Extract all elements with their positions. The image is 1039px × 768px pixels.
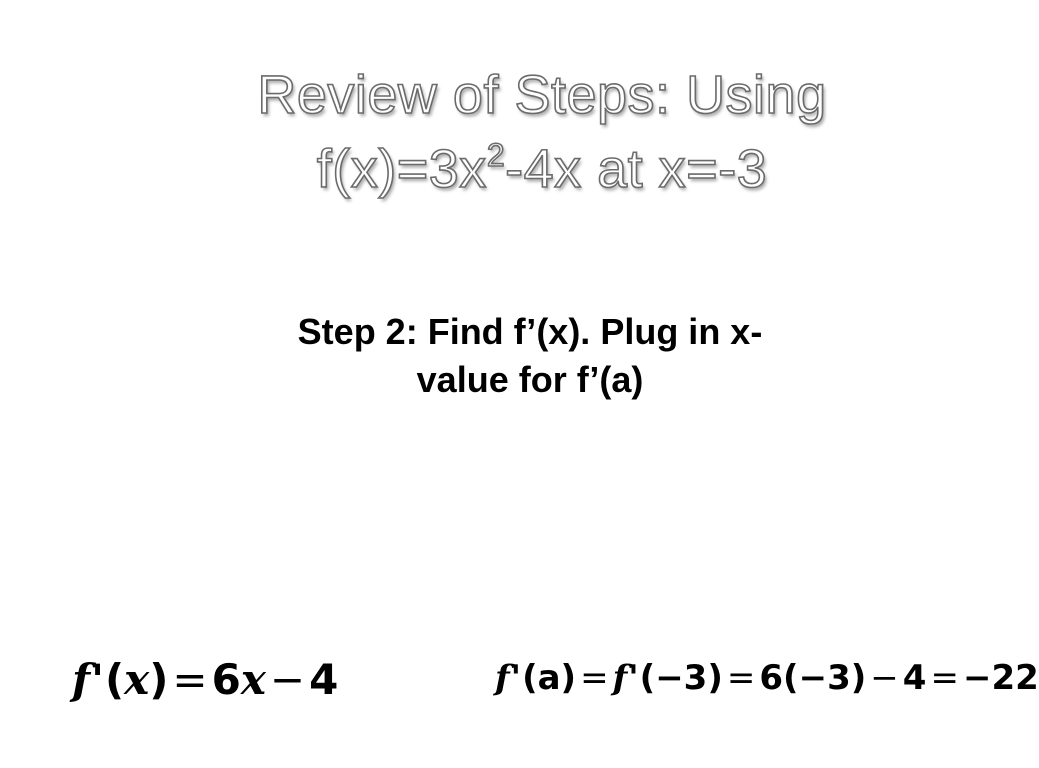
slide-title: Review of Steps: Using f(x)=3x2-4x at x=…: [160, 58, 924, 206]
eq1-variable: x: [124, 655, 150, 704]
eq2-argument-value: (−3): [639, 658, 723, 698]
eq2-equals-3: =: [930, 658, 959, 698]
step-line-2: value for f’(a): [416, 359, 644, 400]
eq1-equals: =: [172, 655, 208, 704]
title-function: f(x)=3x: [316, 138, 487, 200]
eq1-function-symbol: f: [72, 655, 91, 704]
eq1-prime: ': [91, 655, 104, 704]
eq1-constant: 4: [309, 655, 339, 704]
eq2-function-symbol-2: f: [612, 658, 628, 698]
eq2-argument-a: (a): [522, 658, 577, 698]
evaluation-equation: f ' (a) = f ' (−3) = 6(−3) − 4 = −22: [495, 658, 1039, 698]
eq2-prime-1: ': [510, 658, 522, 698]
title-function-rest: -4x at x=-3: [504, 138, 768, 200]
eq1-var: x: [240, 655, 266, 704]
eq2-minus: −: [870, 658, 899, 698]
eq2-prime-2: ': [628, 658, 639, 698]
eq2-function-symbol-1: f: [495, 658, 510, 698]
eq2-result: −22: [962, 658, 1039, 698]
title-line-2: f(x)=3x2-4x at x=-3: [160, 132, 924, 206]
step-text: Step 2: Find f’(x). Plug in x- value for…: [230, 308, 830, 404]
title-exponent: 2: [486, 137, 506, 173]
step-line-1: Step 2: Find f’(x). Plug in x-: [297, 311, 763, 352]
eq1-coefficient: 6: [211, 655, 241, 704]
eq2-expression: 6(−3): [759, 658, 867, 698]
derivative-equation: f ' ( x ) = 6 x − 4: [72, 655, 338, 704]
eq1-close-paren: ): [149, 655, 169, 704]
eq2-constant: 4: [902, 658, 927, 698]
eq2-equals-1: =: [580, 658, 609, 698]
eq1-minus: −: [269, 655, 306, 704]
eq2-equals-2: =: [726, 658, 756, 698]
eq1-open-paren: (: [104, 655, 125, 704]
title-line-1: Review of Steps: Using: [257, 64, 827, 126]
